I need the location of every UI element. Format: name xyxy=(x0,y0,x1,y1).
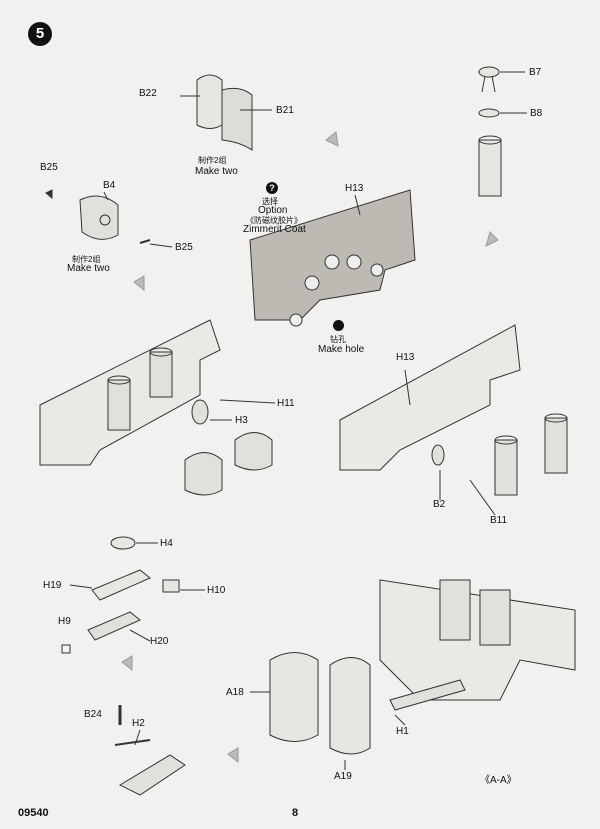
hole-note: Make hole xyxy=(318,344,365,355)
zimmerit-note: Zimmerit Coat xyxy=(243,224,306,235)
label-h4: H4 xyxy=(160,538,173,549)
view-reference: 《A-A》 xyxy=(480,775,517,786)
left-assembly-drawing xyxy=(39,319,276,496)
part-b4-drawing xyxy=(45,189,173,248)
make-two-note-cn: 制作2组 xyxy=(72,255,101,264)
label-h20: H20 xyxy=(150,636,169,647)
label-h1: H1 xyxy=(396,726,409,737)
label-h13: H13 xyxy=(345,183,364,194)
down-arrow-icon xyxy=(121,131,499,764)
label-b25: B25 xyxy=(175,242,193,253)
make-two-note-cn: 制作2组 xyxy=(198,156,227,165)
label-b25: B25 xyxy=(40,162,58,173)
zimmerit-plate-drawing xyxy=(249,189,416,327)
make-two-note: Make two xyxy=(195,166,238,177)
label-h11: H11 xyxy=(277,398,295,409)
part-b21-b22-drawing xyxy=(180,74,272,151)
label-h19: H19 xyxy=(43,580,62,591)
label-h13: H13 xyxy=(396,352,415,363)
arm-parts-drawing xyxy=(114,705,186,796)
option-note: Option xyxy=(258,205,288,216)
question-icon: ? xyxy=(266,182,278,194)
label-b7: B7 xyxy=(529,67,542,78)
bottom-assembly-drawing xyxy=(250,579,576,770)
label-a18: A18 xyxy=(226,687,244,698)
step-number: 5 xyxy=(28,22,52,46)
right-assembly-drawing xyxy=(339,324,568,516)
label-b11: B11 xyxy=(490,515,508,526)
kit-number: 09540 xyxy=(18,807,49,819)
label-h9: H9 xyxy=(58,616,71,627)
label-b2: B2 xyxy=(433,499,446,510)
label-b24: B24 xyxy=(84,709,102,720)
label-b4: B4 xyxy=(103,180,116,191)
zimmerit-note-cn: 《防磁纹胶片》 xyxy=(246,216,302,225)
option-note-cn: 选择 xyxy=(262,197,278,206)
label-b8: B8 xyxy=(530,108,543,119)
hole-note-cn: 钻孔 xyxy=(330,335,346,344)
page-number: 8 xyxy=(292,807,299,819)
drill-icon xyxy=(333,320,344,331)
make-two-note: Make two xyxy=(67,263,110,274)
label-a19: A19 xyxy=(334,771,352,782)
label-h2: H2 xyxy=(132,718,145,729)
label-h3: H3 xyxy=(235,415,248,426)
label-b22: B22 xyxy=(139,88,157,99)
label-b21: B21 xyxy=(276,105,294,116)
part-b7-b8-drawing xyxy=(478,66,527,197)
label-h10: H10 xyxy=(207,585,226,596)
suspension-parts-drawing xyxy=(61,536,205,654)
